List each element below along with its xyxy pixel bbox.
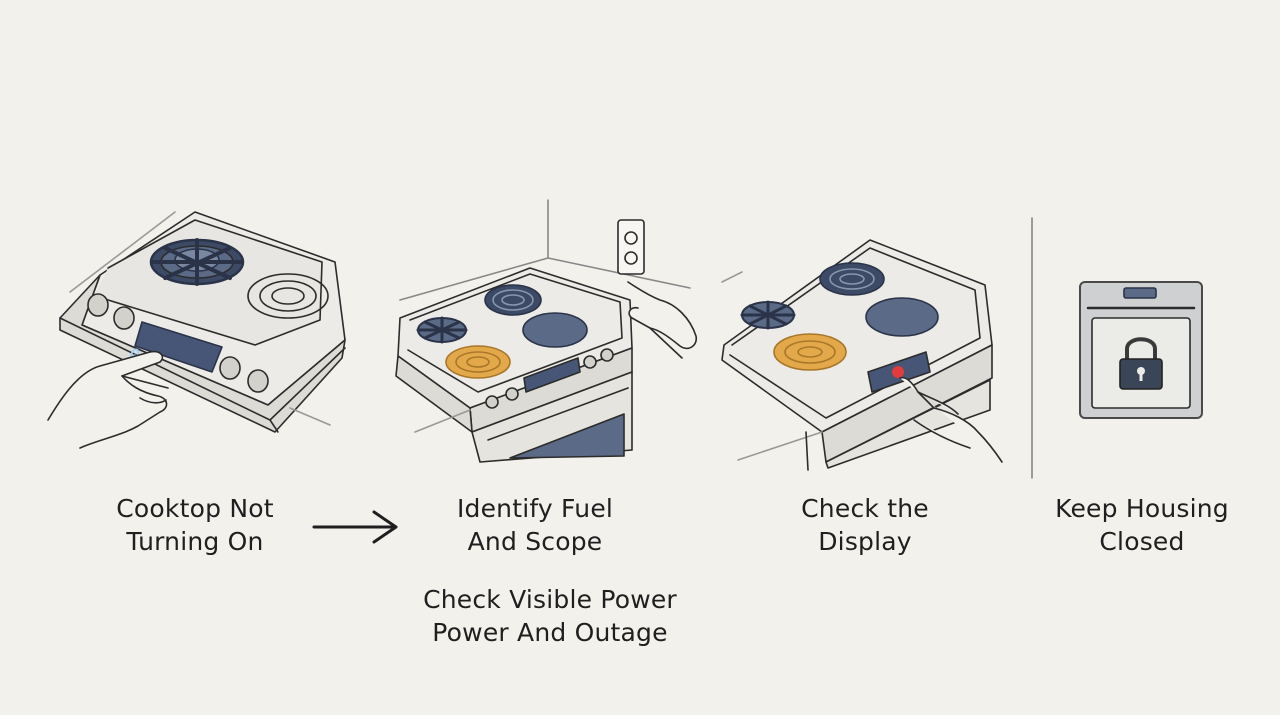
step-caption-keep-housing-closed: Keep Housing Closed xyxy=(1022,492,1262,558)
caption-line: Power And Outage xyxy=(432,618,668,647)
smooth-burner-icon xyxy=(865,297,939,337)
step-caption-identify-fuel: Identify Fuel And Scope xyxy=(415,492,655,558)
substep-caption-check-power: Check Visible Power Power And Outage xyxy=(400,583,700,649)
caption-line: Check Visible Power xyxy=(423,585,677,614)
caption-line: Check the xyxy=(801,494,929,523)
caption-line: Display xyxy=(818,527,912,556)
amber-burner-icon xyxy=(445,345,511,379)
range-panel-3 xyxy=(721,239,1003,471)
caption-line: Keep Housing xyxy=(1055,494,1229,523)
indicator-light xyxy=(892,366,904,378)
hand-icon xyxy=(47,350,169,449)
arrow-right-icon xyxy=(312,510,398,544)
caption-line: Identify Fuel xyxy=(456,494,614,523)
range-panel-2 xyxy=(395,199,698,463)
caption-line: Turning On xyxy=(126,527,264,556)
cooktop-panel-1: 0 xyxy=(47,211,346,449)
wall-outlet-icon xyxy=(617,219,645,275)
induction-ring-icon xyxy=(247,273,329,319)
amber-burner-icon xyxy=(773,333,847,371)
coil-burner-icon xyxy=(484,284,542,316)
step-caption-cooktop-not-turning-on: Cooktop Not Turning On xyxy=(75,492,315,558)
smooth-burner-icon xyxy=(522,312,588,348)
step-caption-check-display: Check the Display xyxy=(745,492,985,558)
padlock-icon xyxy=(1119,337,1163,390)
oven-panel-4 xyxy=(1079,281,1203,419)
hand-icon xyxy=(899,376,1003,463)
coil-burner-icon xyxy=(819,262,885,296)
hand-icon xyxy=(627,281,698,359)
gas-burner-icon xyxy=(416,316,468,344)
gas-burner-icon xyxy=(740,300,796,330)
caption-line: Closed xyxy=(1099,527,1185,556)
gas-burner-icon xyxy=(149,238,245,286)
caption-line: Cooktop Not xyxy=(116,494,274,523)
caption-line: And Scope xyxy=(467,527,603,556)
